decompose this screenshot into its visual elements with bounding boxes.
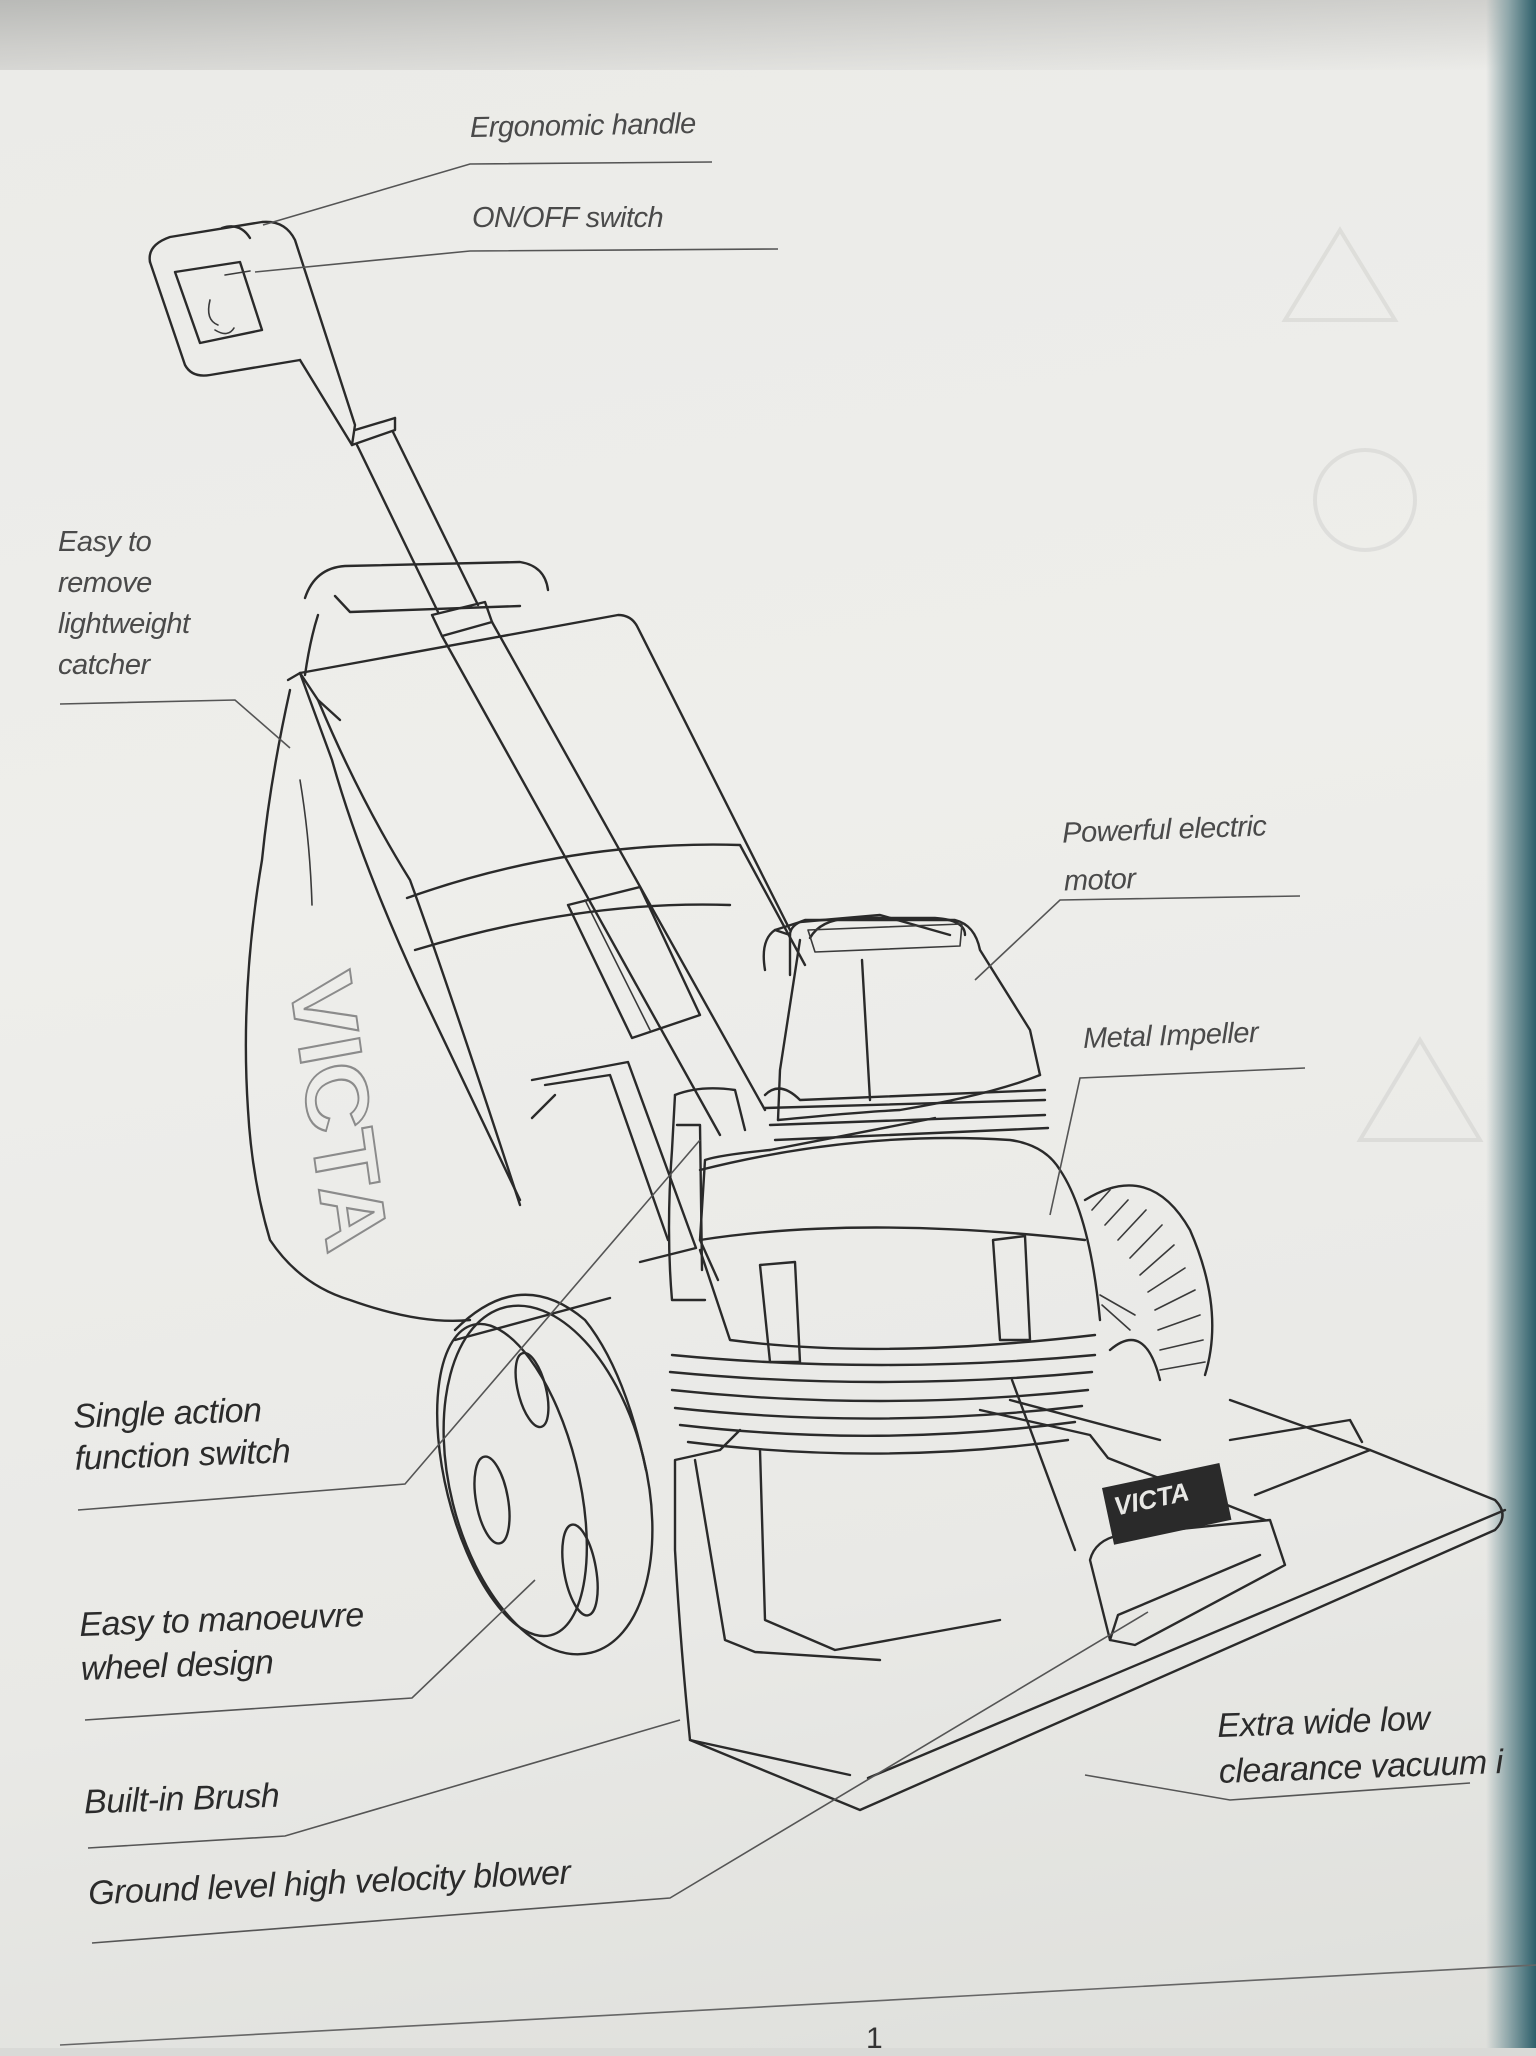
frame <box>453 1060 698 1342</box>
label-ergonomic-handle: Ergonomic handle <box>469 108 697 144</box>
label-function-switch-line2: function switch <box>74 1432 291 1478</box>
handle-tube <box>355 430 767 1137</box>
motor-housing <box>667 913 1102 1455</box>
label-catcher-line4: catcher <box>58 649 150 681</box>
label-catcher: Easy to remove lightweight catcher <box>58 522 190 686</box>
label-function-switch-line1: Single action <box>72 1391 263 1436</box>
label-catcher-line3: lightweight <box>58 608 190 640</box>
label-wheel-design: Easy to manoeuvre wheel design <box>79 1593 366 1691</box>
wheel <box>435 1293 654 1656</box>
label-built-in-brush: Built-in Brush <box>83 1776 280 1822</box>
label-vacuum-inlet: Extra wide low clearance vacuum i <box>1216 1693 1504 1795</box>
label-on-off-switch: ON/OFF switch <box>472 202 664 234</box>
leader-lines <box>59 161 1471 1944</box>
vacuum-nozzle: VICTA <box>673 1378 1507 1812</box>
label-motor: Powerful electric motor <box>1061 802 1268 905</box>
page-top-shadow <box>0 0 1536 70</box>
flex-hose <box>1083 1184 1214 1382</box>
teal-page-edge <box>1486 0 1536 2048</box>
page-number: 1 <box>866 2022 883 2055</box>
hood-logo-badge <box>1102 1463 1232 1545</box>
faint-watermark-shapes <box>1281 226 1484 1142</box>
label-metal-impeller: Metal Impeller <box>1082 1016 1259 1056</box>
page-bottom-rule <box>59 1964 1536 2046</box>
catcher-bag: VICTA <box>244 560 807 1323</box>
bag-logo-text: VICTA <box>272 954 406 1267</box>
label-motor-line2: motor <box>1063 863 1137 898</box>
label-motor-line1: Powerful electric <box>1061 810 1267 850</box>
label-function-switch: Single action function switch <box>73 1388 291 1479</box>
label-catcher-line2: remove <box>58 567 152 599</box>
handle <box>148 220 397 447</box>
label-catcher-line1: Easy to <box>58 526 152 558</box>
